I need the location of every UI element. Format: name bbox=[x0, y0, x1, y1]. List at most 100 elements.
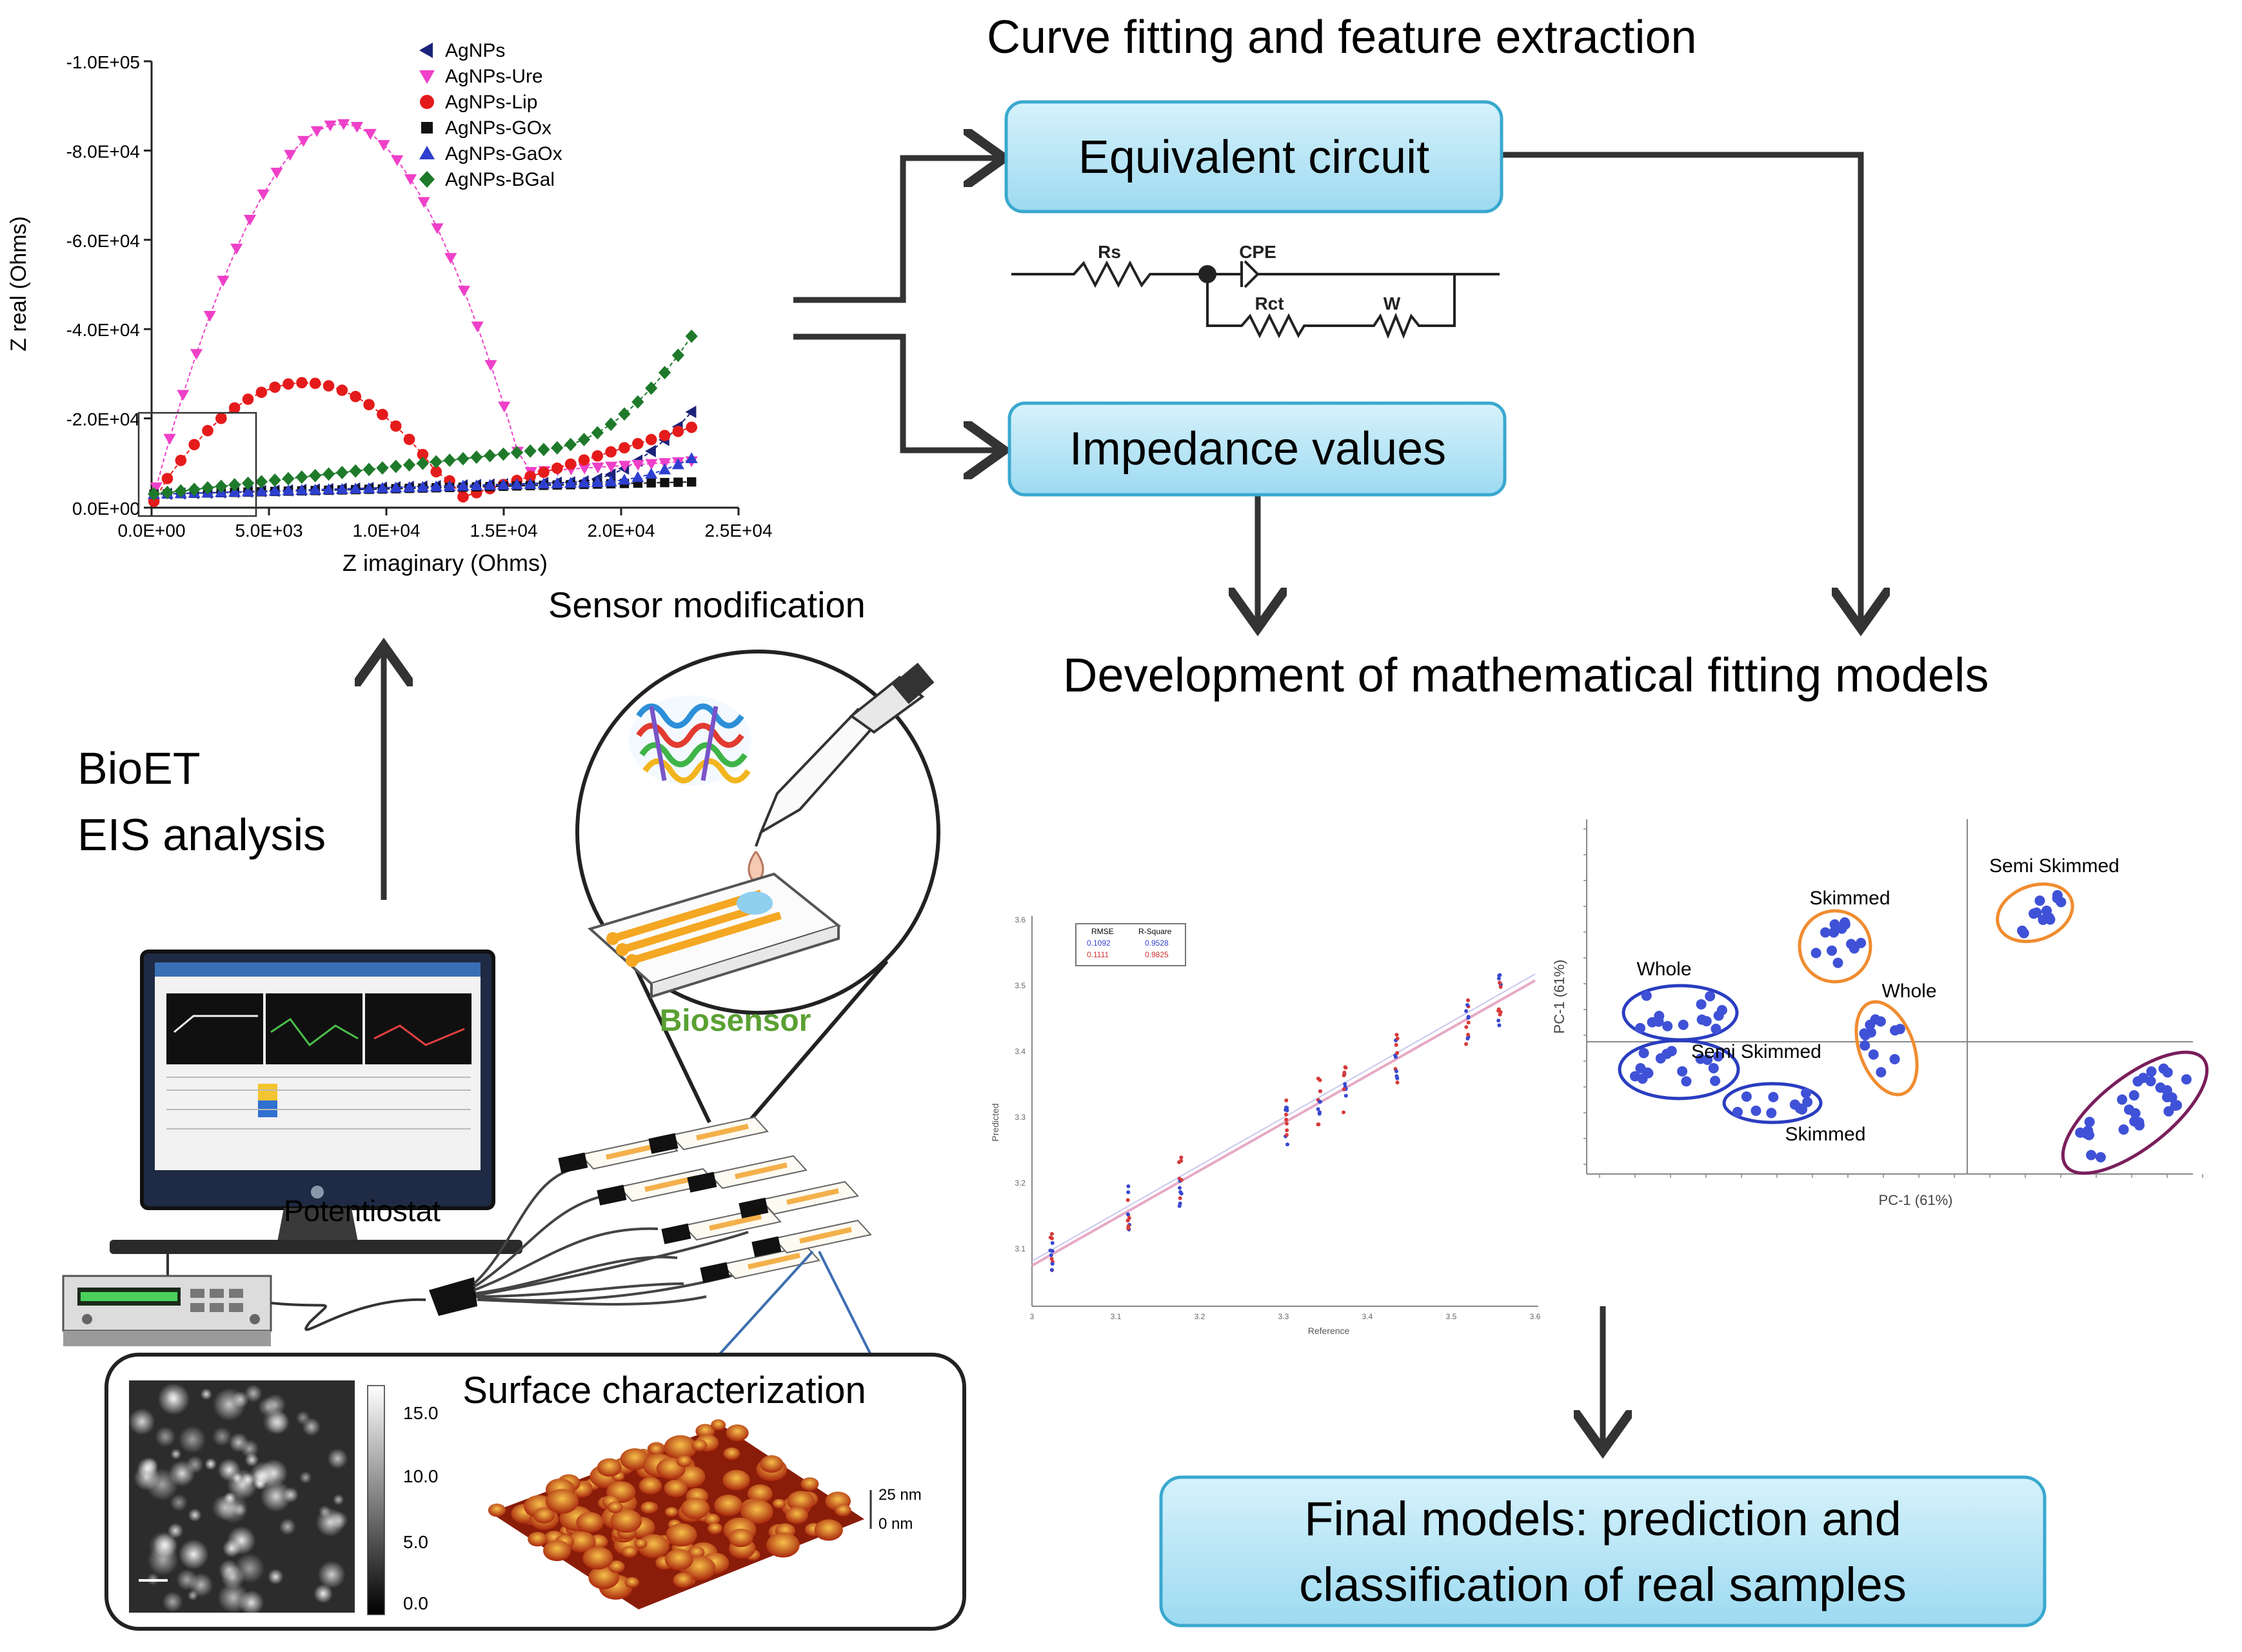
nyquist-point bbox=[177, 390, 190, 401]
svg-text:3.5: 3.5 bbox=[1015, 981, 1026, 990]
pca-point bbox=[1708, 1062, 1719, 1073]
nyquist-point bbox=[161, 473, 174, 484]
pca-point bbox=[2167, 1092, 2178, 1103]
nyquist-point bbox=[619, 442, 630, 453]
nyquist-x-tick: 0.0E+00 bbox=[117, 521, 185, 541]
nyquist-point bbox=[631, 471, 644, 483]
regression-point bbox=[1126, 1219, 1130, 1223]
nyquist-point bbox=[402, 481, 416, 492]
pca-point bbox=[1702, 1054, 1713, 1065]
nyquist-point bbox=[618, 473, 631, 485]
pca-point bbox=[1894, 1024, 1905, 1035]
nyquist-point bbox=[685, 405, 697, 419]
afm-scale-tick: 0.0 bbox=[403, 1593, 428, 1613]
nyquist-point bbox=[257, 189, 270, 201]
pca-point bbox=[1865, 1019, 1876, 1030]
afm-scale-tick: 15.0 bbox=[403, 1403, 439, 1423]
nyquist-point bbox=[188, 439, 200, 451]
regression-legend bbox=[1075, 923, 1186, 966]
legend-value: 0.1092 bbox=[1087, 939, 1111, 948]
pca-point bbox=[1832, 957, 1843, 968]
pca-point bbox=[1635, 1062, 1646, 1073]
nyquist-point bbox=[471, 321, 484, 333]
pca-point bbox=[1810, 948, 1821, 959]
svg-text:3.2: 3.2 bbox=[1195, 1312, 1205, 1321]
pca-cluster-ellipse bbox=[2061, 1050, 2209, 1175]
nyquist-point bbox=[457, 452, 470, 466]
nyquist-point bbox=[350, 122, 364, 133]
pca-point bbox=[1741, 1091, 1752, 1102]
nyquist-point bbox=[457, 479, 470, 491]
nyquist-point bbox=[687, 477, 697, 487]
regression-point bbox=[1318, 1100, 1322, 1104]
nyquist-series-line bbox=[155, 123, 692, 488]
enzyme-structure bbox=[629, 695, 751, 786]
pca-point bbox=[1705, 991, 1716, 1002]
nyquist-point bbox=[564, 437, 577, 452]
nyquist-point bbox=[230, 243, 243, 255]
zoom-box bbox=[137, 412, 257, 517]
regression-point bbox=[1498, 984, 1503, 989]
regression-point bbox=[1466, 1033, 1471, 1037]
pca-point bbox=[1677, 1066, 1688, 1077]
nyquist-point bbox=[524, 478, 537, 489]
legend-label: AgNPs-Lip bbox=[445, 92, 537, 113]
nyquist-point bbox=[470, 450, 483, 464]
nyquist-point bbox=[658, 366, 671, 380]
nyquist-point bbox=[564, 477, 577, 488]
nyquist-point bbox=[673, 477, 683, 487]
legend-label: AgNPs-GaOx bbox=[445, 143, 562, 164]
regression-point bbox=[1285, 1128, 1289, 1133]
nyquist-point bbox=[377, 140, 390, 151]
nyquist-y-tick: 0.0E+00 bbox=[72, 499, 140, 519]
afm-z-label: 25 nm bbox=[878, 1486, 922, 1504]
nyquist-point bbox=[215, 479, 228, 493]
pca-cluster-ellipse bbox=[1854, 1000, 1919, 1097]
regression-point bbox=[1496, 976, 1501, 980]
nyquist-point bbox=[402, 458, 416, 472]
circuit-cpe: CPE bbox=[1239, 242, 1276, 262]
circuit-rct: Rct bbox=[1255, 294, 1284, 313]
afm-z-label: 0 nm bbox=[878, 1515, 913, 1533]
nyquist-point bbox=[417, 448, 429, 461]
pca-point bbox=[1868, 1049, 1879, 1060]
nyquist-point bbox=[510, 478, 523, 490]
nyquist-point bbox=[470, 479, 483, 491]
nyquist-point bbox=[337, 119, 350, 130]
regression-point bbox=[1464, 1009, 1469, 1013]
regression-point bbox=[1126, 1190, 1131, 1195]
regression-point bbox=[1177, 1204, 1182, 1208]
nyquist-point bbox=[443, 480, 456, 492]
regression-point bbox=[1496, 1007, 1501, 1011]
legend-marker bbox=[419, 146, 435, 159]
nyquist-point bbox=[686, 421, 697, 433]
nyquist-point bbox=[161, 486, 174, 499]
pca-point bbox=[1643, 1068, 1654, 1079]
regression-point bbox=[1393, 1055, 1398, 1059]
pca-point bbox=[2138, 1072, 2149, 1083]
nyquist-x-tick: 2.0E+04 bbox=[587, 521, 655, 541]
pca-point bbox=[1766, 1108, 1777, 1119]
nyquist-point bbox=[255, 485, 268, 496]
biosensor-label: Biosensor bbox=[660, 1004, 811, 1038]
nyquist-point bbox=[645, 433, 657, 446]
svg-text:3.1: 3.1 bbox=[1111, 1312, 1122, 1321]
nyquist-point bbox=[444, 253, 457, 264]
nyquist-point bbox=[295, 470, 308, 484]
nyquist-point bbox=[538, 466, 550, 478]
regression-point bbox=[1394, 1042, 1398, 1047]
nyquist-y-tick: -6.0E+04 bbox=[66, 231, 140, 251]
nyquist-point bbox=[309, 483, 322, 495]
nyquist-point bbox=[215, 412, 227, 424]
nyquist-point bbox=[416, 456, 430, 470]
regression-point bbox=[1179, 1178, 1184, 1182]
nyquist-point bbox=[631, 460, 644, 471]
nyquist-point bbox=[498, 401, 511, 413]
pca-cluster-ellipse bbox=[1996, 882, 2074, 943]
nyquist-point bbox=[188, 483, 201, 497]
pca-point bbox=[1860, 1040, 1870, 1051]
pca-point bbox=[2029, 908, 2039, 919]
nyquist-point bbox=[255, 475, 268, 489]
nyquist-point bbox=[671, 458, 684, 470]
